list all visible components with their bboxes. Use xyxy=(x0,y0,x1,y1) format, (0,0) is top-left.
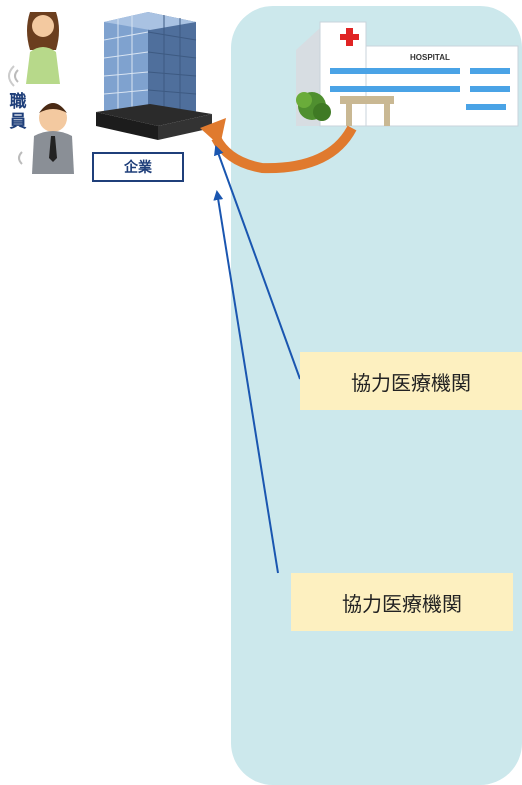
staff-label-line2: 員 xyxy=(9,112,27,132)
staff-icon-group xyxy=(8,12,74,174)
hospital-building-icon: HOSPITAL xyxy=(296,21,519,127)
staff-label-line1: 職 xyxy=(9,92,27,112)
staff-label: 職 員 xyxy=(8,92,28,132)
blue-arrow-upper xyxy=(214,145,301,380)
male-staff-icon xyxy=(32,103,74,174)
company-building-icon xyxy=(96,12,212,140)
orange-return-arrow xyxy=(211,125,357,174)
hospital-sign: HOSPITAL xyxy=(410,53,450,62)
cooperating-medical-institution-label-upper: 協力医療機関 xyxy=(300,352,522,410)
cooperating-medical-institution-label-lower: 協力医療機関 xyxy=(291,573,513,631)
orange-arrow-head xyxy=(200,118,226,146)
female-staff-icon xyxy=(26,12,60,84)
blue-arrow-lower xyxy=(213,190,279,574)
company-label: 企業 xyxy=(92,152,184,182)
